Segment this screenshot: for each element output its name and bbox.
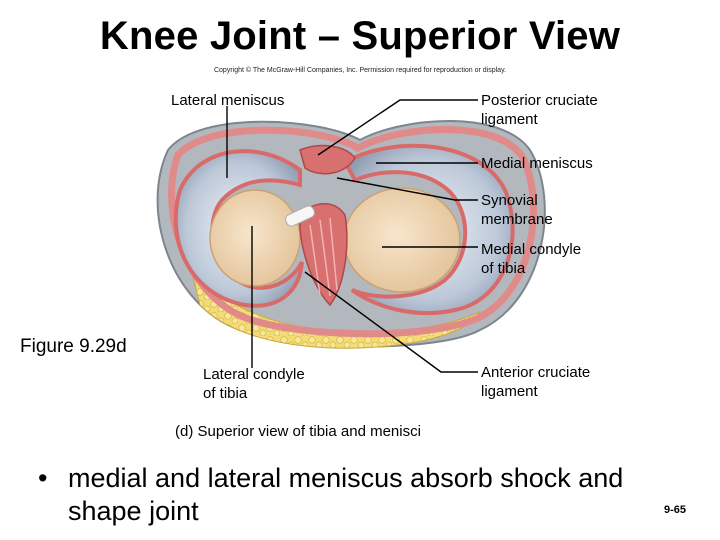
- ligament-striations: [309, 217, 338, 297]
- label-lateral-meniscus: Lateral meniscus: [171, 92, 285, 109]
- bullet-text: medial and lateral meniscus absorb shock…: [68, 463, 624, 526]
- label-line: Posterior cruciate: [481, 92, 598, 109]
- label-line: Medial condyle: [481, 241, 582, 258]
- label-line: Anterior cruciate: [481, 364, 591, 381]
- label-anterior-cruciate-ligament: Anterior cruciate ligament: [481, 363, 590, 401]
- label-lateral-condyle: Lateral condyle of tibia: [203, 365, 305, 403]
- label-line: Synovial: [481, 192, 538, 209]
- label-line: of tibia: [203, 385, 248, 402]
- label-line: ligament: [481, 111, 538, 128]
- medial-condyle-shape: [343, 187, 461, 293]
- label-synovial-membrane: Synovial membrane: [481, 191, 553, 229]
- synovial-membrane: [168, 126, 537, 338]
- copyright-notice: Copyright © The McGraw-Hill Companies, I…: [213, 67, 506, 74]
- label-line: Lateral condyle: [203, 366, 305, 383]
- fat-pad: [189, 264, 482, 349]
- medial-meniscus-shape: [342, 143, 515, 316]
- posterior-cruciate-shape: [299, 144, 356, 175]
- anterior-cruciate-shape: [299, 203, 348, 307]
- label-medial-meniscus: Medial meniscus: [481, 155, 593, 172]
- synovial-fold: [285, 205, 315, 227]
- label-posterior-cruciate-ligament: Posterior cruciate ligament: [481, 91, 598, 129]
- page-number: 9-65: [664, 504, 687, 516]
- label-line: of tibia: [481, 260, 526, 277]
- page-title: Knee Joint – Superior View: [99, 14, 621, 58]
- figure-caption: (d) Superior view of tibia and menisci: [175, 423, 421, 440]
- label-medial-condyle: Medial condyle of tibia: [481, 240, 581, 278]
- leader-lines: [226, 99, 478, 373]
- label-line: ligament: [481, 383, 538, 400]
- label-line: membrane: [481, 211, 553, 228]
- lateral-meniscus-shape: [173, 149, 304, 308]
- figure-label: Figure 9.29d: [20, 336, 127, 357]
- bullet-symbol: •: [38, 463, 48, 493]
- lateral-condyle-shape: [209, 189, 301, 287]
